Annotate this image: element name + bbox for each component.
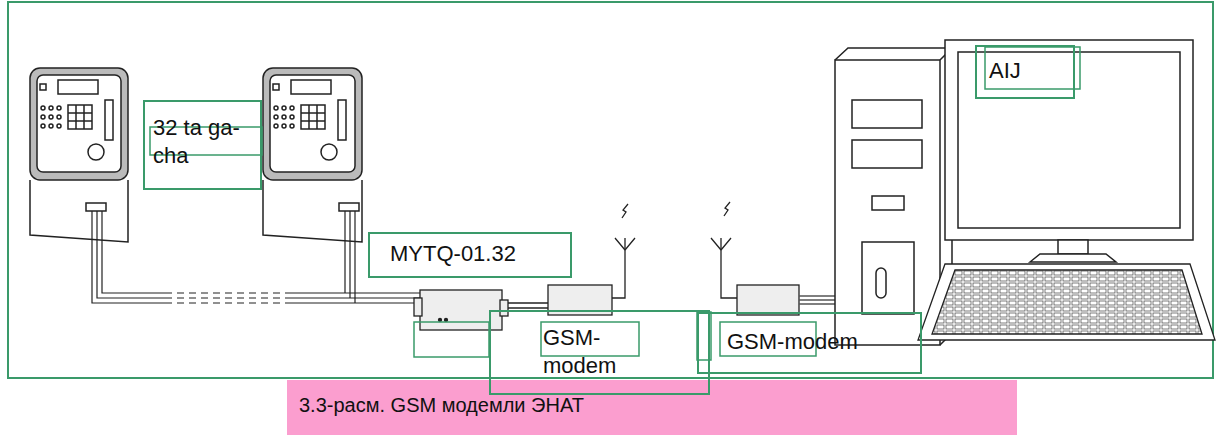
modem-label: GSM-modem bbox=[697, 312, 922, 374]
software-label: AIJ bbox=[975, 45, 1075, 99]
gsm-modem-device bbox=[711, 202, 799, 315]
caption-text: 3.3-расм. GSM модемли ЭНАТ bbox=[299, 393, 1017, 418]
device-label: MYTQ-01.32 bbox=[368, 232, 572, 278]
label-text: AIJ bbox=[989, 57, 1061, 85]
meter bbox=[30, 68, 128, 242]
bus-wires bbox=[92, 211, 420, 303]
label-frames bbox=[150, 47, 1080, 360]
keyboard bbox=[918, 264, 1215, 340]
serial-cable bbox=[508, 303, 550, 308]
serial-cable bbox=[799, 296, 835, 304]
monitor bbox=[945, 40, 1193, 262]
label-text: GSM-modem bbox=[543, 324, 656, 379]
caption-band: 3.3-расм. GSM модемли ЭНАТ bbox=[287, 380, 1017, 435]
modem-label: GSM-modem bbox=[489, 310, 710, 395]
label-text: GSM-modem bbox=[727, 328, 892, 356]
gsm-modem-device bbox=[548, 204, 635, 315]
label-text: MYTQ-01.32 bbox=[390, 240, 550, 268]
outer-frame bbox=[8, 2, 1213, 378]
label-text: 32 ta ga- cha bbox=[153, 114, 252, 169]
meter bbox=[263, 68, 362, 242]
count-label: 32 ta ga- cha bbox=[143, 100, 262, 190]
